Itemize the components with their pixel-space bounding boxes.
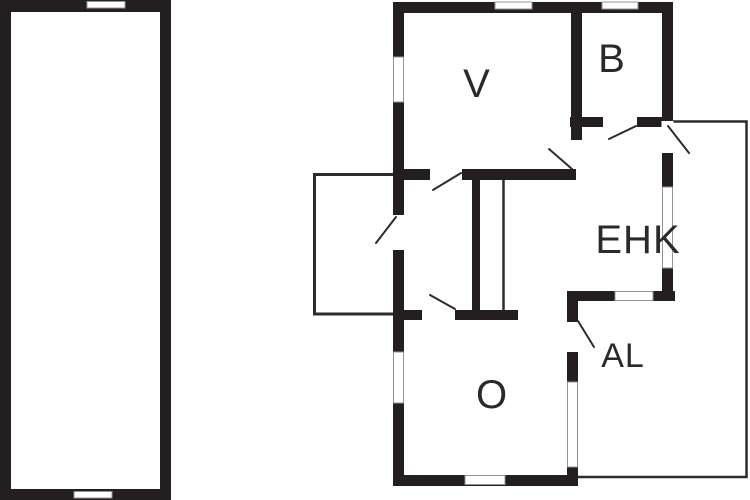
door-swing-porch [375, 216, 397, 244]
door-opening-o [422, 309, 455, 321]
window-right-o [567, 381, 578, 468]
room-label-al: AL [601, 337, 645, 375]
wall-stair-partition [472, 178, 480, 312]
main-house: V B EHK AL O [313, 1, 748, 486]
room-label-v: V [463, 62, 491, 106]
door-opening-al [566, 322, 579, 352]
wall-hall-o-divider [393, 310, 518, 320]
outbuilding-interior [11, 12, 160, 489]
door-swing-terrace [667, 125, 690, 154]
room-label-b: B [598, 37, 626, 81]
outbuilding [0, 0, 171, 500]
wall-v-bottom [402, 169, 576, 180]
door-swing-v-side [548, 148, 573, 170]
door-opening-porch [392, 215, 405, 250]
porch-outline [313, 173, 403, 316]
window-top-b [601, 1, 639, 10]
door-swing-b [608, 125, 637, 140]
window-ehk-bottom [614, 291, 654, 301]
door-opening-v-side [570, 140, 583, 168]
window-left-v [393, 56, 404, 103]
door-swing-al [577, 320, 595, 348]
window-bottom-o [464, 475, 506, 485]
outbuilding-bottom-window [73, 491, 113, 499]
window-left-o [393, 351, 404, 404]
door-opening-b [603, 116, 637, 128]
window-top-v [494, 1, 533, 10]
wall-v-b-divider [571, 2, 582, 140]
room-label-ehk: EHK [595, 218, 680, 262]
door-swing-v-hall [432, 172, 462, 191]
outbuilding-top-window [86, 1, 126, 9]
window-right-ehk [662, 186, 673, 269]
door-swing-o [429, 294, 456, 310]
terrace-outline [578, 120, 748, 479]
room-label-o: O [476, 373, 508, 417]
